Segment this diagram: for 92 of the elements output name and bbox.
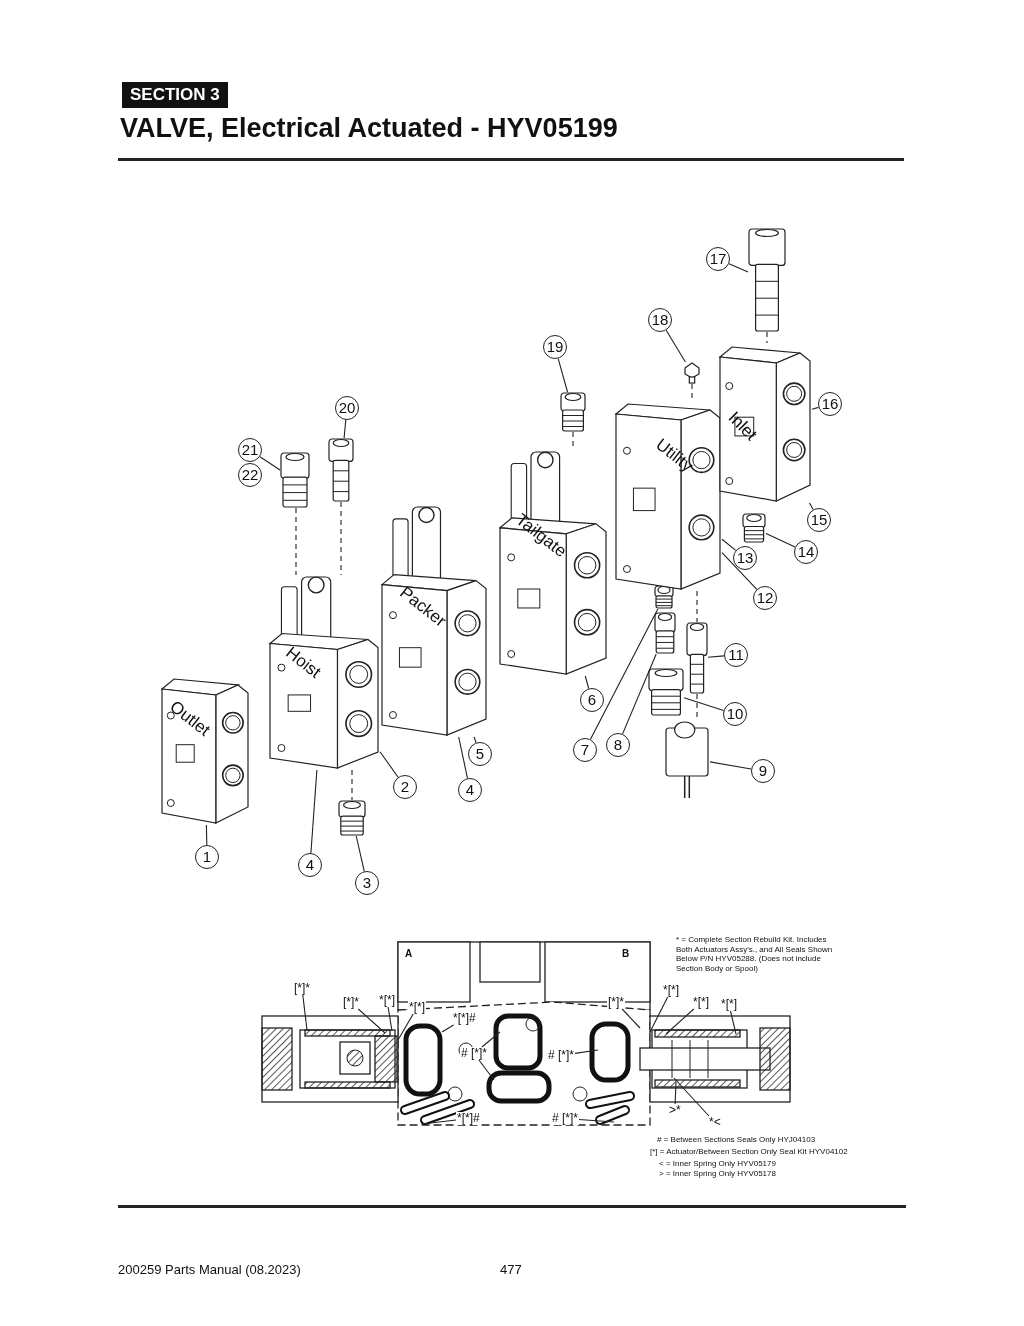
leader-line [458, 736, 469, 779]
leader-line [397, 1013, 414, 1041]
callout-number: 5 [468, 742, 492, 766]
callout-number: 3 [355, 871, 379, 895]
footer-text: 477 [500, 1262, 522, 1277]
leader-line [205, 824, 208, 846]
leader-line [557, 358, 569, 393]
leader-line [387, 1006, 393, 1032]
callout-number: 21 [238, 438, 262, 462]
alignment-line [696, 590, 698, 623]
leader-line [808, 502, 814, 511]
seal-kit-symbol: *[*] [408, 1001, 426, 1014]
leader-line [357, 1008, 386, 1034]
leader-line [310, 769, 318, 854]
legend-note: # = Between Sections Seals Only HYJ04103 [657, 1135, 816, 1145]
alignment-line [351, 769, 353, 801]
leader-line [729, 1010, 737, 1035]
callout-number: 18 [648, 308, 672, 332]
callout-number: 9 [751, 759, 775, 783]
leader-line [707, 655, 725, 658]
seal-kit-symbol: # [*]* [551, 1112, 579, 1125]
leader-line [481, 1031, 501, 1048]
legend-note: [*] = Actuator/Between Section Only Seal Kit HYV04102 [650, 1147, 848, 1157]
callout-number: 8 [606, 733, 630, 757]
legend-note: > = Inner Spring Only HYV05178 [659, 1169, 776, 1179]
leader-line [709, 761, 752, 770]
callout-number: 14 [794, 540, 818, 564]
leader-line [721, 538, 737, 551]
callout-number: 20 [335, 396, 359, 420]
seal-kit-symbol: # [*]* [547, 1049, 575, 1062]
callout-number: 13 [733, 546, 757, 570]
callout-number: 22 [238, 463, 262, 487]
alignment-line [696, 693, 698, 719]
seal-kit-symbol: *[*] [720, 998, 738, 1011]
leader-line [665, 329, 686, 363]
callout-number: 17 [706, 247, 730, 271]
seal-kit-symbol: *[*] [662, 984, 680, 997]
leader-line [578, 1118, 615, 1123]
leader-line [765, 532, 796, 548]
leader-line [379, 751, 399, 778]
callout-number: 7 [573, 738, 597, 762]
callout-number: 4 [458, 778, 482, 802]
leader-line [302, 994, 308, 1031]
callout-number: 1 [195, 845, 219, 869]
seal-kit-symbol: # [*]* [460, 1047, 488, 1060]
leader-line [421, 1119, 457, 1125]
seal-kit-symbol: *[*] [378, 994, 396, 1007]
callout-number: 12 [753, 586, 777, 610]
leader-line [728, 263, 749, 273]
callout-number: 11 [724, 643, 748, 667]
leader-line [673, 1077, 710, 1117]
leader-line [674, 1081, 677, 1105]
seal-kit-symbol: [*]* [293, 982, 311, 995]
leader-line [478, 1059, 495, 1081]
alignment-line [691, 383, 693, 401]
leader-line [259, 456, 281, 471]
section-badge: SECTION 3 [122, 82, 228, 108]
page-title: VALVE, Electrical Actuated - HYV05199 [120, 113, 618, 144]
legend-note: < = Inner Spring Only HYV05179 [659, 1159, 776, 1169]
callout-number: 16 [818, 392, 842, 416]
leader-line [441, 1024, 455, 1033]
leader-line [355, 835, 365, 872]
alignment-line [766, 331, 768, 344]
callout-number: 15 [807, 508, 831, 532]
footer-text: 200259 Parts Manual (08.2023) [118, 1262, 301, 1277]
leader-line [343, 419, 347, 439]
callout-number: 4 [298, 853, 322, 877]
leader-line [665, 1008, 695, 1035]
seal-kit-symbol: [*]* [607, 996, 625, 1009]
leader-line [621, 1008, 641, 1029]
callout-number: 10 [723, 702, 747, 726]
legend-note: * = Complete Section Rebuild Kit. Includes Both Actuators Assy's., and All Seals Shown Below P/N HYV05288. (Does not include Section Body or Spool) [676, 935, 834, 973]
leader-line [584, 675, 590, 690]
leader-line [683, 697, 725, 711]
callout-number: 2 [393, 775, 417, 799]
port-letter: A [405, 948, 413, 959]
alignment-line [295, 507, 297, 576]
leader-line [574, 1049, 599, 1054]
seal-kit-symbol: *[*] [692, 996, 710, 1009]
leader-line [473, 736, 477, 744]
seal-kit-symbol: [*]* [342, 996, 360, 1009]
leader-line [589, 608, 659, 740]
callout-number: 6 [580, 688, 604, 712]
seal-kit-symbol: *[*]# [452, 1012, 477, 1025]
alignment-line [340, 501, 342, 576]
callout-number: 19 [543, 335, 567, 359]
seal-kit-symbol: *[*]# [456, 1112, 481, 1125]
leader-line [811, 406, 820, 410]
leader-line [721, 552, 758, 590]
port-letter: B [622, 948, 630, 959]
leader-line [622, 653, 657, 735]
leader-line [649, 996, 669, 1033]
